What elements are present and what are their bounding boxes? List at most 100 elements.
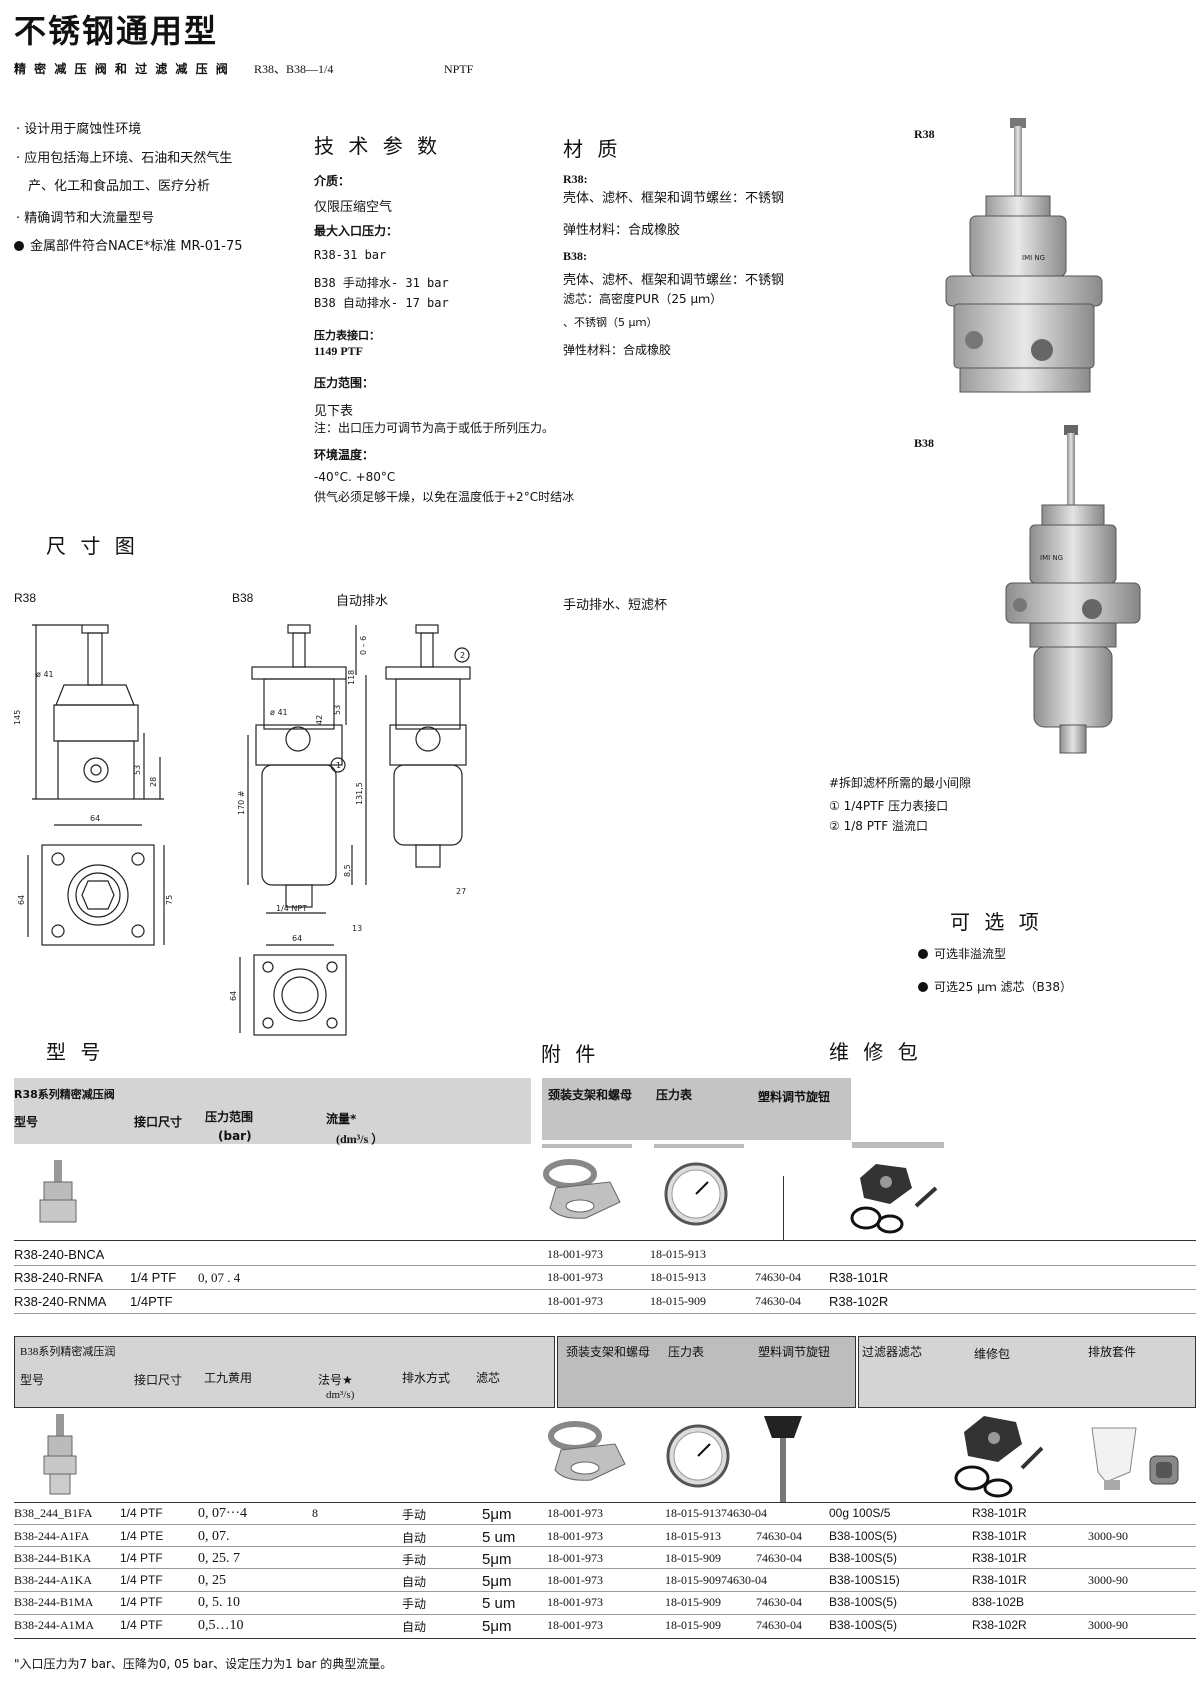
material-r38-line: 弹性材料：合成橡胶 <box>563 223 681 238</box>
col-header-flow: 法号★ <box>318 1373 353 1387</box>
footnote: "入口压力为7 bar、压降为0, 05 bar、设定压力为1 bar 的典型流… <box>14 1657 393 1671</box>
col-header-drain: 排水方式 <box>402 1371 451 1385</box>
col-header-model: 型号 <box>20 1373 45 1387</box>
port-note: ② 1/8 PTF 溢流口 <box>829 819 928 833</box>
b38-cell-flow: 8 <box>312 1506 318 1520</box>
dim-d41: ø 41 <box>36 670 54 679</box>
b38-cell-bracket: 18-001-973 <box>547 1506 603 1520</box>
col-header-range: 工九黄用 <box>204 1371 253 1385</box>
b38-cell-element: 00g 100S/5 <box>829 1506 891 1520</box>
b38-series-title: B38系列精密减压润 <box>20 1346 116 1358</box>
r38-cell-knob: 74630-04 <box>755 1270 801 1284</box>
b38-cell-range: 0,5…10 <box>198 1618 244 1633</box>
b38-cell-filter: 5μm <box>482 1618 512 1635</box>
b38-cell-port: 1/4 PTF <box>120 1506 163 1520</box>
r38-regulator-photo: IMI NG <box>945 118 1103 393</box>
page-title: 不锈钢通用型 <box>14 13 219 49</box>
b38-cell-drain: 自动 <box>402 1575 427 1589</box>
b38-cell-element: B38-100S15) <box>829 1573 900 1587</box>
material-b38-line: 弹性材料：合成橡胶 <box>563 343 672 357</box>
options-title: 可 选 项 <box>950 910 1043 934</box>
col-header-bracket: 颈装支架和螺母 <box>566 1345 651 1359</box>
b38-cell-kit: R38-101R <box>972 1506 1027 1520</box>
tech-temp-value: -40°C. +80°C <box>314 470 396 484</box>
dim-42: 42 <box>315 715 324 725</box>
photo-r38-label: R38 <box>914 127 935 141</box>
tech-temp-label: 环境温度： <box>314 448 375 462</box>
r38-product-thumb <box>39 1160 77 1223</box>
tech-pressure-range-label: 压力范围： <box>314 376 375 390</box>
page-subtitle: 精 密 减 压 阀 和 过 滤 减 压 阀 <box>14 62 230 76</box>
col-header-gauge: 压力表 <box>656 1088 693 1102</box>
b38-cell-element: B38-100S(5) <box>829 1595 898 1609</box>
b38-cell-port: 1/4 PTE <box>120 1529 164 1543</box>
callout-2: 2 <box>460 651 465 660</box>
tech-max-inlet-label: 最大入口压力： <box>314 224 399 238</box>
r38-cell-port: 1/4PTF <box>130 1294 173 1309</box>
col-header-model: 型号 <box>14 1115 39 1129</box>
b38-cell-drainkit: 3000-90 <box>1088 1573 1128 1587</box>
r38-accessory-header-bg <box>542 1078 851 1140</box>
port-note: ① 1/4PTF 压力表接口 <box>829 799 949 813</box>
tech-temp-note: 供气必须足够干燥，以免在温度低于+2°C时结冰 <box>314 490 575 504</box>
dim-8-5: 8,5 <box>343 864 352 877</box>
tech-medium-value: 仅限压缩空气 <box>314 200 393 215</box>
accessories-section-title: 附 件 <box>541 1042 600 1066</box>
service-section-title: 维 修 包 <box>829 1040 922 1064</box>
b38-cell-drain: 自动 <box>402 1620 427 1634</box>
col-header-port: 接口尺寸 <box>134 1115 183 1129</box>
col-header-filter: 滤芯 <box>476 1371 501 1385</box>
dims-b38-label: B38 <box>232 591 254 605</box>
accessory-divider <box>783 1176 784 1240</box>
material-b38-line: 滤芯：高密度PUR（25 μｍ） <box>563 292 723 306</box>
dim-27: 27 <box>456 887 466 896</box>
material-r38-label: R38: <box>563 172 588 186</box>
b38-cell-range: 0, 5. 10 <box>198 1595 240 1610</box>
r38-cell-gauge: 18-015-913 <box>650 1247 706 1261</box>
r38-table-header-bg <box>14 1078 531 1144</box>
bullet-icon <box>14 241 24 251</box>
feature-item: 产、化工和食品加工、医疗分析 <box>28 179 211 194</box>
min-clearance-note: #拆卸滤杯所需的最小间隙 <box>829 776 972 790</box>
b38-cell-model: B38-244-B1MA <box>14 1595 94 1609</box>
b38-accessory-header-bg <box>557 1336 856 1408</box>
accessory-header-bar <box>654 1144 744 1148</box>
r38-cell-range: 0, 07 . 4 <box>198 1270 241 1285</box>
b38-cell-model: B38-244-A1MA <box>14 1618 94 1632</box>
b38-cell-range: 0, 07. <box>198 1529 230 1544</box>
b38-cell-kit: R38-101R <box>972 1573 1027 1587</box>
b38-cell-bracket: 18-001-973 <box>547 1573 603 1587</box>
b38-cell-gauge: 18-015-91374630-04 <box>665 1506 767 1520</box>
b38-cell-gauge: 18-015-90974630-04 <box>665 1573 767 1587</box>
drain-kit-thumb <box>1091 1427 1179 1490</box>
r38-cell-bracket: 18-001-973 <box>547 1294 603 1308</box>
r38-cell-model: R38-240-BNCA <box>14 1247 105 1262</box>
b38-cell-filter: 5 um <box>482 1595 516 1612</box>
col-header-drainkit: 排放套件 <box>1088 1345 1137 1359</box>
dims-r38-label: R38 <box>14 591 37 605</box>
table-rule <box>14 1289 1196 1290</box>
model-range: R38、B38—1/4 <box>254 62 334 76</box>
bracket-thumb <box>548 1421 626 1481</box>
option-item: 可选25 μｍ 滤芯（B38） <box>918 978 1072 995</box>
dim-118: 118 <box>347 670 356 685</box>
col-header-element: 过滤器滤芯 <box>862 1345 923 1359</box>
r38-cell-gauge: 18-015-913 <box>650 1270 706 1284</box>
b38-cell-gauge: 18-015-913 <box>665 1529 721 1543</box>
b38-cell-kit: 838-102B <box>972 1595 1025 1609</box>
r38-cell-model: R38-240-RNFA <box>14 1270 103 1285</box>
table-rule <box>14 1568 1196 1569</box>
b38-cell-range: 0, 25 <box>198 1573 226 1588</box>
feature-item: · 设计用于腐蚀性环境 <box>16 122 142 137</box>
table-rule <box>14 1591 1196 1592</box>
table-rule <box>14 1638 1196 1639</box>
material-b38-line: 、不锈钢（5 μｍ） <box>563 316 658 329</box>
b38-cell-gauge: 18-015-909 <box>665 1595 721 1609</box>
r38-cell-gauge: 18-015-909 <box>650 1294 706 1308</box>
b38-cell-kit: R38-101R <box>972 1551 1027 1565</box>
thread-type: NPTF <box>444 62 474 76</box>
service-kit-thumb <box>954 1416 1044 1498</box>
b38-cell-knob: 74630-04 <box>756 1529 802 1543</box>
dim-28: 28 <box>149 777 158 787</box>
b38-cell-port: 1/4 PTF <box>120 1573 163 1587</box>
